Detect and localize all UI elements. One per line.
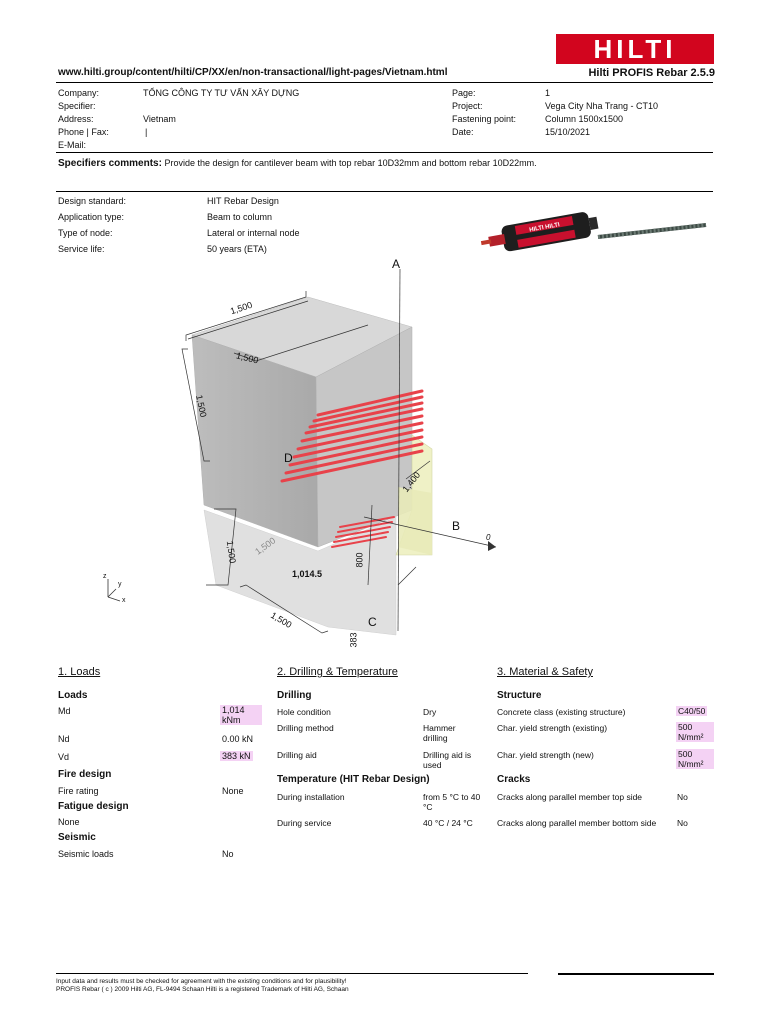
application-type-value: Beam to column	[207, 212, 273, 222]
svg-text:HILTI HILTI: HILTI HILTI	[529, 222, 561, 233]
service-life-value: 50 years (ETA)	[207, 244, 267, 254]
installation-temp-label: During installation	[277, 792, 345, 802]
cracks-heading: Cracks	[497, 774, 531, 785]
hilti-logo: HILTI	[556, 34, 714, 64]
loads-section-title: 1. Loads	[58, 666, 101, 678]
page-label: Page:	[452, 88, 476, 98]
comments-text: Provide the design for cantilever beam w…	[164, 158, 537, 168]
cracks-bottom-value: No	[677, 818, 688, 828]
fastening-label: Fastening point:	[452, 114, 517, 124]
concrete-class-value: C40/50	[676, 706, 708, 716]
seismic-loads-label: Seismic loads	[58, 849, 114, 859]
drilling-aid-label: Drilling aid	[277, 750, 317, 760]
footer-disclaimer: Input data and results must be checked f…	[56, 978, 347, 985]
fastening-value: Column 1500x1500	[545, 114, 624, 124]
dim-beam-height: 800	[354, 552, 365, 568]
project-label: Project:	[452, 101, 483, 111]
yield-existing-value: 500 N/mm²	[676, 722, 714, 742]
structure-heading: Structure	[497, 690, 542, 701]
installation-temp-value: from 5 °C to 40 °C	[423, 792, 481, 812]
temperature-heading: Temperature (HIT Rebar Design)	[277, 774, 430, 785]
shear-load-value: 383	[348, 632, 359, 648]
vd-label: Vd	[58, 752, 70, 762]
moment-value: 1,014.5	[292, 569, 323, 579]
divider	[56, 191, 713, 192]
svg-text:HILTI: HILTI	[593, 34, 676, 64]
design-standard-label: Design standard:	[58, 196, 127, 206]
footer-copyright: PROFIS Rebar ( c ) 2009 Hilti AG, FL-949…	[56, 986, 349, 993]
node-type-value: Lateral or internal node	[207, 228, 300, 238]
address-label: Address:	[58, 114, 94, 124]
seismic-loads-value: No	[222, 849, 234, 859]
yield-new-label: Char. yield strength (new)	[497, 750, 594, 760]
page-url: www.hilti.group/content/hilti/CP/XX/en/n…	[58, 67, 448, 78]
fatigue-value: None	[58, 817, 80, 827]
date-label: Date:	[452, 127, 474, 137]
divider	[56, 152, 713, 153]
fire-rating-value: None	[222, 786, 244, 796]
application-type-label: Application type:	[58, 212, 125, 222]
address-value: Vietnam	[143, 114, 176, 124]
page-value: 1	[545, 88, 551, 98]
yield-new-value: 500 N/mm²	[676, 749, 714, 769]
normal-load-value: 0	[486, 533, 491, 542]
company-value: TỔNG CÔNG TY TƯ VẤN XÂY DỰNG	[143, 88, 300, 98]
node-type-label: Type of node:	[58, 228, 113, 238]
footer-divider	[56, 973, 528, 974]
point-d-label: D	[284, 451, 293, 465]
material-section-title: 3. Material & Safety	[497, 666, 593, 678]
point-c-label: C	[368, 615, 377, 629]
comments-label: Specifiers comments:	[58, 158, 162, 169]
service-temp-value: 40 °C / 24 °C	[423, 818, 473, 828]
md-label: Md	[58, 706, 71, 716]
footer-divider	[558, 973, 714, 975]
date-value: 15/10/2021	[545, 127, 591, 137]
cracks-top-label: Cracks along parallel member top side	[497, 792, 643, 802]
divider	[56, 82, 713, 83]
md-value: 1,014 kNm	[220, 705, 262, 725]
product-name: Hilti PROFIS Rebar 2.5.9	[588, 67, 715, 79]
hole-condition-value: Dry	[423, 707, 437, 717]
specifier-comments: Specifiers comments: Provide the design …	[58, 158, 537, 169]
drilling-method-label: Drilling method	[277, 723, 334, 733]
axis-y-label: y	[118, 581, 122, 588]
footer: Input data and results must be checked f…	[56, 978, 349, 994]
specifier-label: Specifier:	[58, 101, 96, 111]
project-value: Vega City Nha Trang - CT10	[545, 101, 659, 111]
drilling-method-value: Hammer drilling	[423, 723, 456, 743]
vd-value: 383 kN	[220, 751, 253, 761]
company-label: Company:	[58, 88, 100, 98]
cracks-top-value: No	[677, 792, 688, 802]
phone-label: Phone | Fax:	[58, 127, 109, 137]
axis-x-label: x	[122, 597, 126, 604]
email-label: E-Mail:	[58, 140, 87, 150]
fatigue-design-heading: Fatigue design	[58, 801, 129, 812]
yield-existing-label: Char. yield strength (existing)	[497, 723, 608, 733]
drilling-heading: Drilling	[277, 690, 312, 701]
design-standard-value: HIT Rebar Design	[207, 196, 279, 206]
fire-design-heading: Fire design	[58, 769, 112, 780]
fire-rating-label: Fire rating	[58, 786, 99, 796]
service-temp-label: During service	[277, 818, 332, 828]
nd-label: Nd	[58, 734, 70, 744]
hole-condition-label: Hole condition	[277, 707, 331, 717]
point-b-label: B	[452, 519, 461, 533]
drilling-aid-value: Drilling aid is used	[423, 750, 472, 770]
phone-value: |	[145, 127, 148, 137]
cracks-bottom-label: Cracks along parallel member bottom side	[497, 818, 657, 828]
point-a-label: A	[392, 257, 401, 271]
nd-value: 0.00 kN	[222, 734, 254, 744]
drilling-section-title: 2. Drilling & Temperature	[277, 666, 398, 678]
concrete-class-label: Concrete class (existing structure)	[497, 707, 626, 717]
connection-3d-drawing: 1,500 1,500 1,500 1,500 1,500 1,500 1,40…	[96, 255, 616, 655]
axis-z-label: z	[103, 573, 107, 580]
rebar-image	[596, 222, 708, 240]
hit-cartridge-image: HILTI HILTI	[480, 198, 620, 262]
service-life-label: Service life:	[58, 244, 105, 254]
seismic-heading: Seismic	[58, 832, 96, 843]
loads-heading: Loads	[58, 690, 88, 701]
